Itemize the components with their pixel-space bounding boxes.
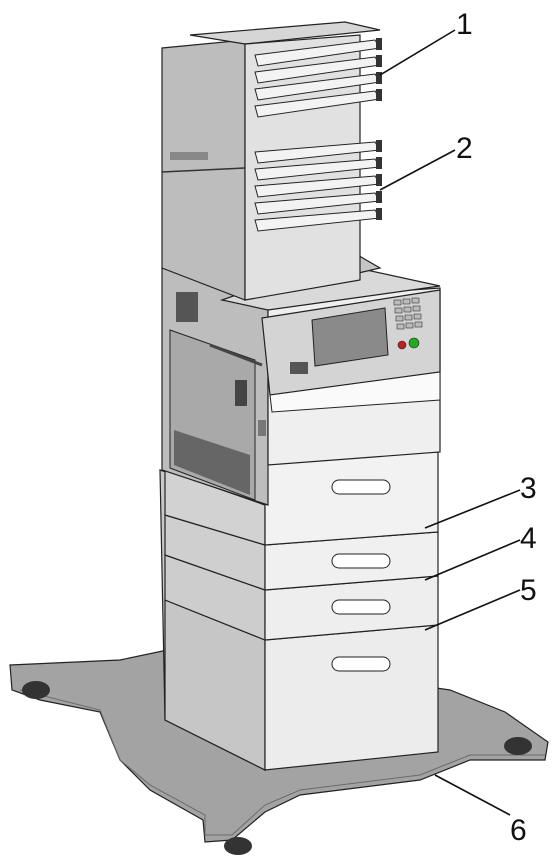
caster-wheel bbox=[22, 681, 50, 699]
drawer-tray-3 bbox=[164, 514, 439, 591]
drawer-handle bbox=[331, 553, 391, 569]
printer-body bbox=[161, 261, 441, 506]
keypad bbox=[393, 297, 423, 330]
start-button bbox=[408, 337, 420, 349]
callout-number-3: 3 bbox=[520, 472, 537, 505]
callout-number-4: 4 bbox=[520, 522, 537, 555]
leader-line-3 bbox=[424, 489, 521, 529]
leader-line-5 bbox=[424, 589, 521, 631]
usb-port bbox=[290, 362, 308, 374]
caster-wheel bbox=[504, 737, 532, 755]
leader-line-4 bbox=[424, 539, 521, 581]
callout-number-1: 1 bbox=[456, 8, 473, 41]
callouts: 1 2 3 4 5 6 bbox=[379, 8, 537, 847]
callout-number-6: 6 bbox=[510, 814, 527, 847]
leader-line-6 bbox=[434, 774, 511, 816]
caster-wheel bbox=[224, 837, 252, 855]
callout-number-5: 5 bbox=[520, 574, 537, 607]
drawer-handle bbox=[331, 479, 391, 495]
drawer-handle bbox=[331, 599, 391, 615]
mailbox-unit bbox=[161, 21, 382, 301]
drawer-tray-5 bbox=[164, 599, 439, 771]
leader-line-2 bbox=[379, 149, 456, 191]
stop-button bbox=[397, 340, 407, 350]
drawer-handle bbox=[331, 656, 391, 672]
callout-number-2: 2 bbox=[456, 132, 473, 165]
mailbox-bins-lower bbox=[254, 141, 381, 232]
leader-line-1 bbox=[379, 29, 456, 76]
touch-screen bbox=[311, 307, 389, 367]
drawer-standard-tray bbox=[164, 451, 439, 546]
